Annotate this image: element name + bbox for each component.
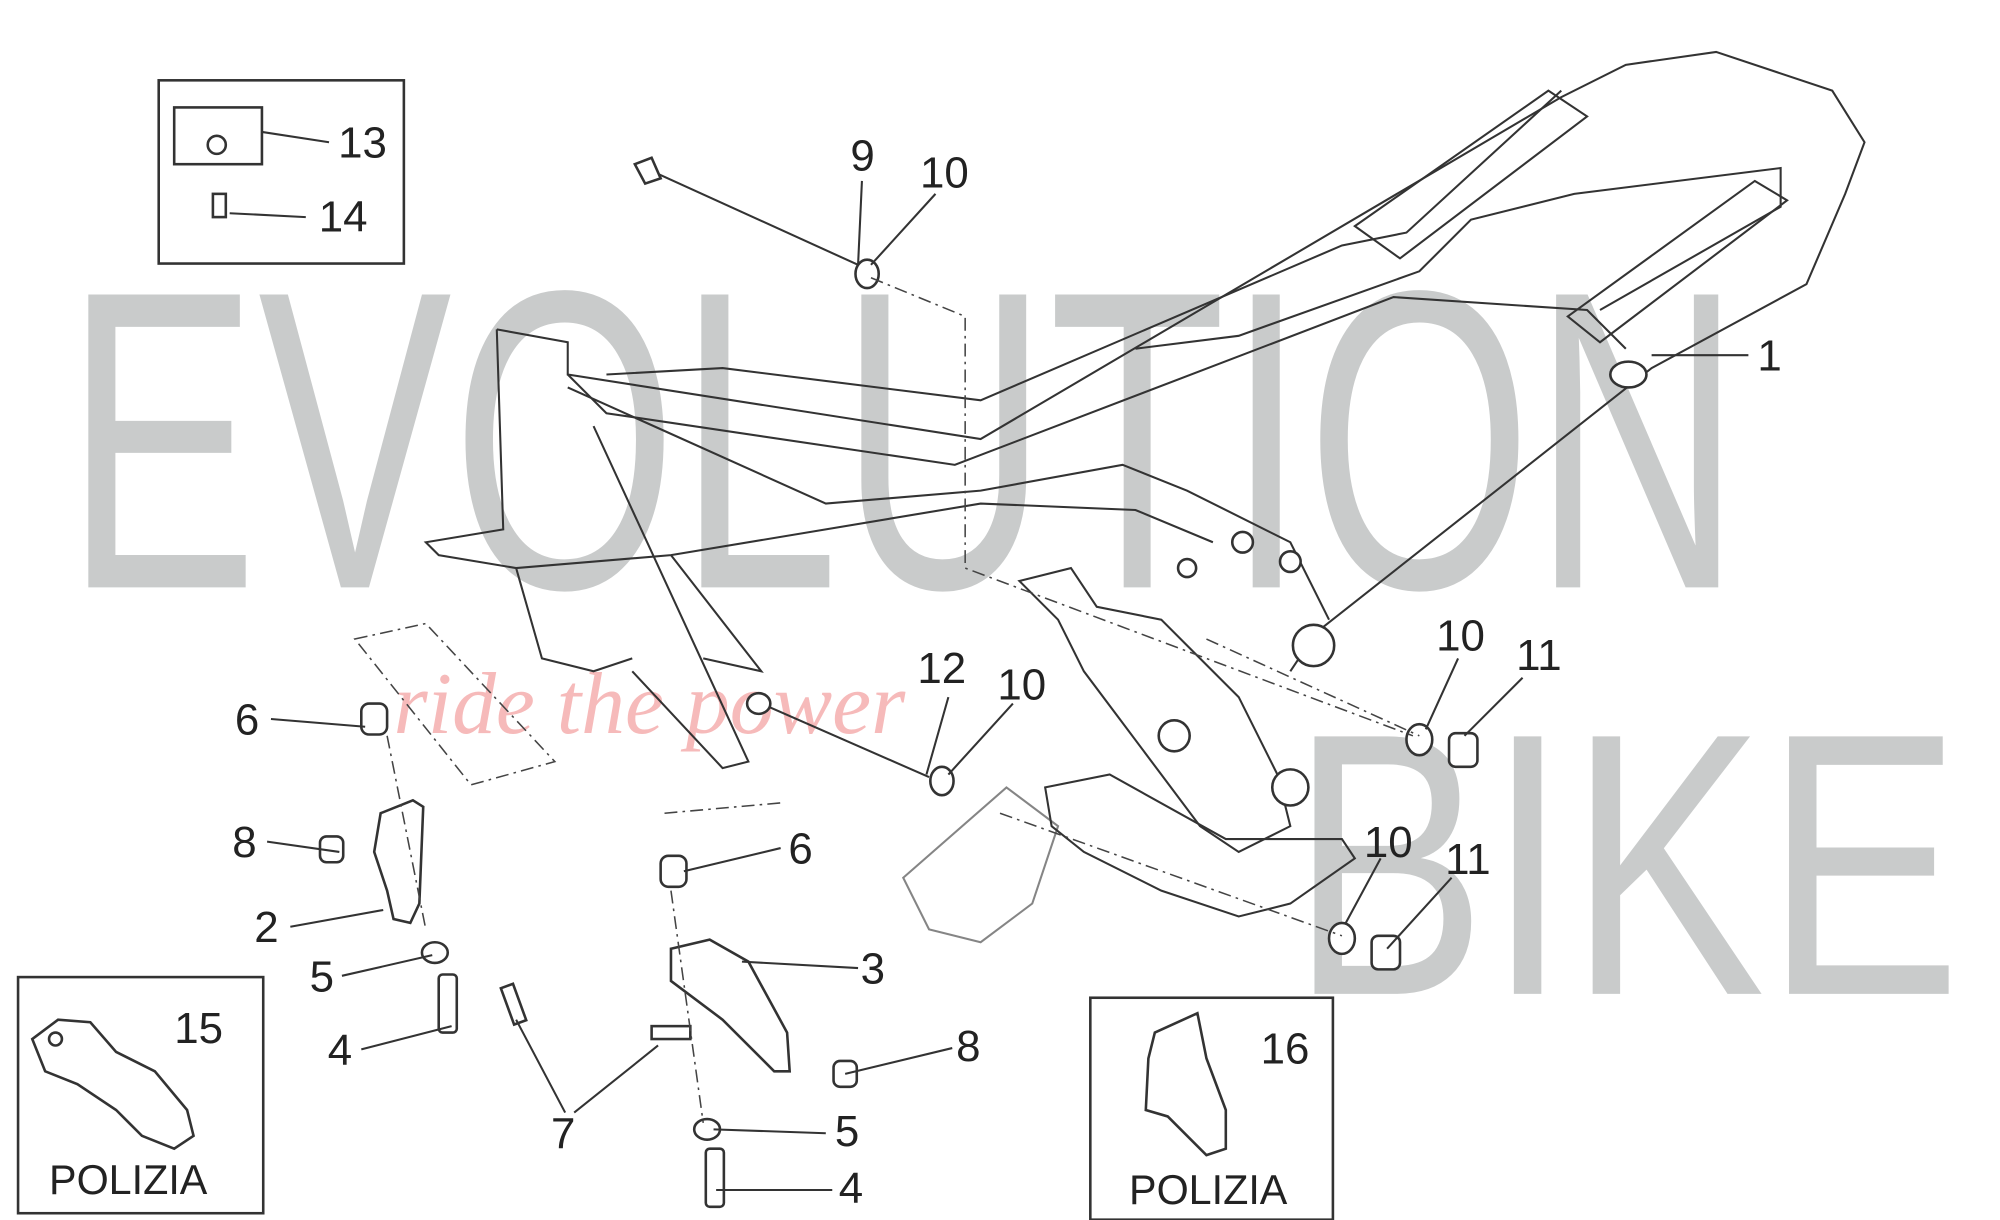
watermark-brand-line1: EVOLUTION: [65, 203, 1742, 678]
watermark-slogan: ride the power: [394, 655, 907, 752]
callout-2: 2: [254, 903, 278, 952]
polizia-label: POLIZIA: [49, 1157, 208, 1203]
callout-4: 4: [328, 1026, 352, 1075]
callout-10: 10: [920, 148, 969, 197]
callout-4: 4: [839, 1164, 863, 1213]
callout-16: 16: [1261, 1025, 1310, 1074]
screw-part-14: [211, 192, 228, 219]
callout-5: 5: [310, 952, 334, 1001]
polizia-label: POLIZIA: [1129, 1167, 1288, 1213]
inset-box-16-polizia: 16 POLIZIA: [1089, 996, 1335, 1220]
callout-15: 15: [174, 1004, 223, 1053]
label-plate-part-13: [172, 106, 264, 166]
callout-10: 10: [1364, 818, 1413, 867]
callout-10: 10: [1436, 612, 1485, 661]
inset-box-13-14: [157, 79, 406, 265]
callout-13: 13: [338, 119, 387, 168]
callout-11: 11: [1516, 631, 1562, 680]
callout-1: 1: [1757, 332, 1781, 381]
main-frame-part[interactable]: [423, 50, 1866, 944]
leader-lines: [266, 180, 1749, 1192]
callout-5: 5: [835, 1107, 859, 1156]
callout-14: 14: [319, 192, 368, 241]
callout-12: 12: [917, 644, 966, 693]
inset-box-15-polizia: 15 POLIZIA: [16, 975, 265, 1215]
callout-7: 7: [551, 1110, 575, 1159]
callout-9: 9: [850, 132, 874, 181]
callout-labels: 1 2 3 4 4 5 5 6 6 7 8 8 9 10 10 10 10 11…: [232, 119, 1782, 1213]
callout-6: 6: [235, 696, 259, 745]
watermark-brand-line2: BIKE: [1290, 656, 1961, 1074]
watermark-logo: EVOLUTION BIKE ride the power: [65, 203, 1962, 1073]
callout-6: 6: [788, 825, 812, 874]
callout-11: 11: [1445, 835, 1491, 884]
callout-8: 8: [956, 1022, 980, 1071]
callout-3: 3: [861, 945, 885, 994]
callout-8: 8: [232, 818, 256, 867]
hardware-parts: [318, 156, 1479, 1209]
callout-10: 10: [997, 661, 1046, 710]
